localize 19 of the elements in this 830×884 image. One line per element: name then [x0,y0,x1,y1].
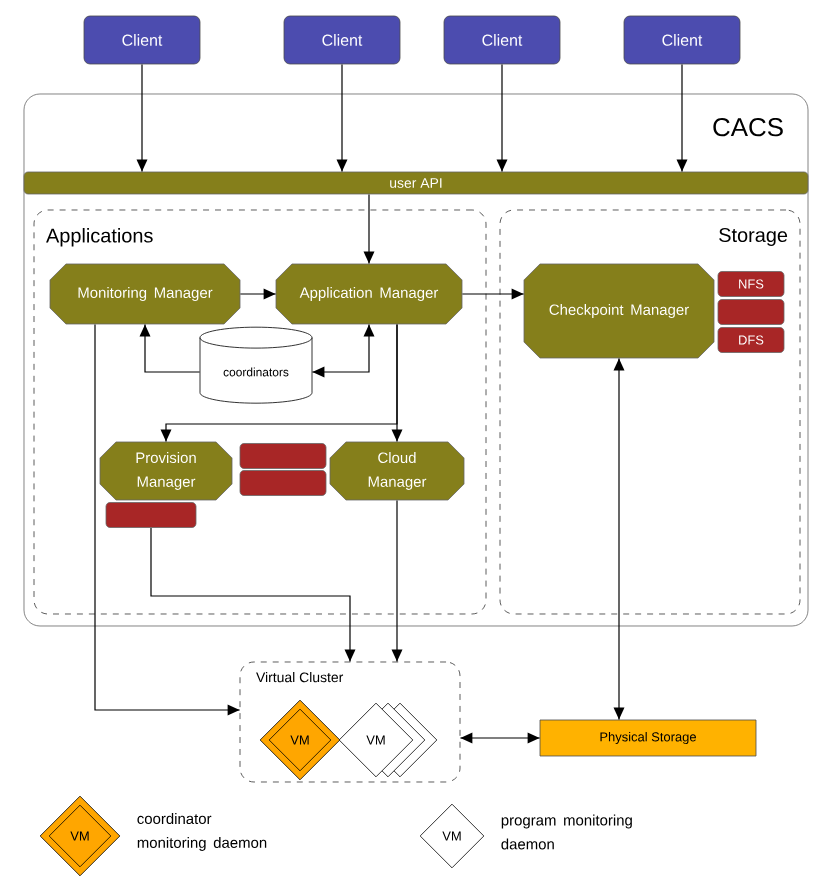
arrow [613,357,625,721]
tag-box [239,470,327,496]
arrow [336,63,348,173]
tag-box [239,443,327,469]
arrow [139,323,201,373]
arrow [391,499,403,663]
arrow [496,63,508,173]
arrow [459,732,541,744]
arrow [94,323,241,716]
tag-box [105,502,197,528]
arrow [391,323,403,443]
arrow [239,288,277,300]
tag-box [717,299,785,325]
arrow [311,323,375,378]
arrow [676,63,688,173]
arrow [150,527,356,663]
arrow [136,63,148,173]
arrow [363,193,375,265]
arrow [461,288,525,300]
